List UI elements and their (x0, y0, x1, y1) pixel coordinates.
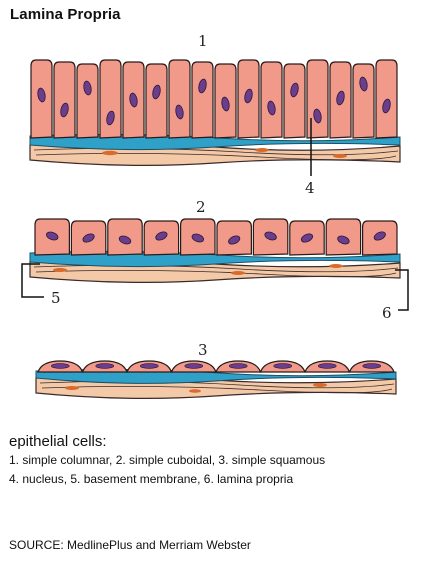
columnar-cell (169, 60, 190, 138)
label-4: 4 (305, 179, 315, 197)
label-5: 5 (51, 289, 61, 307)
legend-line-1: 1. simple columnar, 2. simple cuboidal, … (9, 451, 434, 470)
connective-cell (189, 389, 201, 393)
columnar-cell (284, 64, 305, 138)
connective-cell (255, 148, 269, 152)
nucleus (229, 364, 247, 369)
nucleus (318, 364, 336, 369)
connective-cell (65, 386, 79, 390)
columnar-cell (100, 60, 121, 138)
panel-simple-columnar: 1 4 (30, 32, 400, 197)
source-credit: SOURCE: MedlinePlus and Merriam Webster (9, 538, 251, 552)
epithelium-diagram: 1 4 2 5 6 3 (0, 0, 437, 425)
columnar-cell (261, 62, 282, 138)
columnar-cells (31, 60, 397, 138)
label-6: 6 (382, 304, 392, 322)
connective-cell (313, 383, 327, 387)
nucleus (363, 364, 381, 369)
legend: epithelial cells: 1. simple columnar, 2.… (9, 432, 434, 489)
columnar-cell (307, 60, 328, 138)
connective-cell (231, 271, 245, 275)
connective-cell (102, 151, 118, 155)
nucleus (185, 364, 203, 369)
nucleus (51, 364, 69, 369)
legend-heading: epithelial cells: (9, 432, 434, 451)
nucleus (140, 364, 158, 369)
label-3: 3 (198, 341, 208, 359)
connective-cell (333, 154, 347, 158)
columnar-cell (192, 62, 213, 138)
legend-line-2: 4. nucleus, 5. basement membrane, 6. lam… (9, 470, 434, 489)
panel-simple-cuboidal: 2 5 6 (22, 198, 408, 322)
panel-simple-squamous: 3 (36, 341, 396, 398)
cuboidal-cells (35, 219, 397, 255)
nucleus (96, 364, 114, 369)
connective-cell (53, 268, 67, 272)
connective-cell (329, 264, 343, 268)
columnar-cell (54, 62, 75, 138)
squamous-cells (38, 361, 394, 372)
nucleus (274, 364, 292, 369)
label-2: 2 (196, 198, 206, 216)
columnar-cell (146, 64, 167, 138)
columnar-cell (353, 64, 374, 138)
label-1: 1 (198, 32, 208, 50)
columnar-cell (77, 64, 98, 138)
